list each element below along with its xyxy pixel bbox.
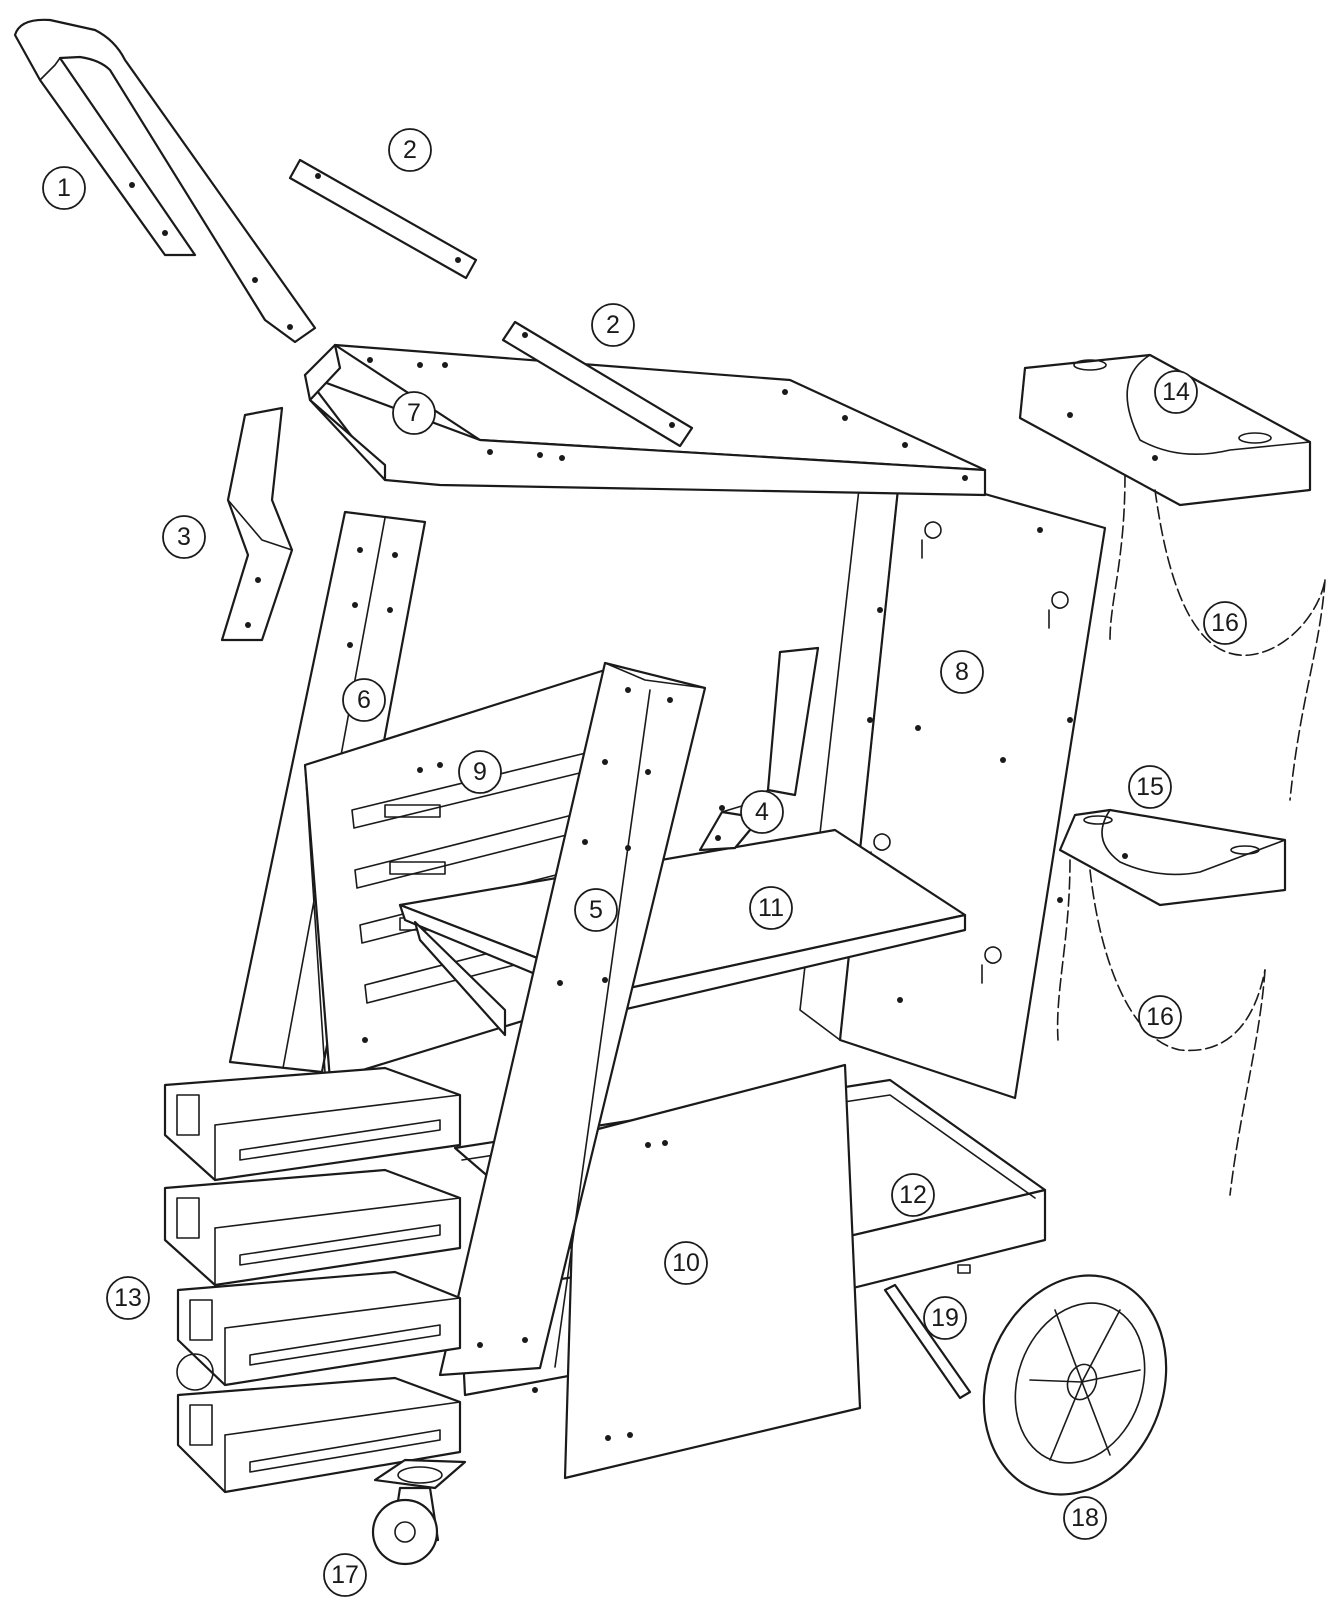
callout-8-label: 8: [955, 658, 969, 686]
callout-7: 7: [392, 391, 436, 435]
callout-2-upper: 2: [388, 128, 432, 172]
callout-12-label: 12: [899, 1181, 927, 1209]
part-4-hook-bracket: [698, 646, 820, 852]
callout-13-label: 13: [114, 1284, 142, 1312]
part-13-drawer-4: [176, 1376, 462, 1494]
callout-19: 19: [923, 1296, 967, 1340]
callout-1-label: 1: [57, 174, 71, 202]
callout-6: 6: [342, 678, 386, 722]
part-13-drawer-1: [163, 1066, 462, 1182]
part-16-chain-upper: [1109, 474, 1326, 801]
callout-3-label: 3: [177, 523, 191, 551]
callout-7-label: 7: [407, 399, 421, 427]
callout-16-upper-label: 16: [1211, 609, 1239, 637]
part-16-chain-lower: [1056, 859, 1266, 1196]
part-7-top-tray: [303, 343, 987, 497]
callout-5-label: 5: [589, 896, 603, 924]
part-10-front-panel: [563, 1063, 862, 1480]
part-18-wheel: [982, 1274, 1168, 1496]
part-15-lower-cylinder-holder: [1058, 808, 1287, 907]
callout-2-lower-label: 2: [606, 311, 620, 339]
callout-12: 12: [891, 1173, 935, 1217]
callout-11-label: 11: [758, 894, 784, 922]
callout-14: 14: [1154, 370, 1198, 414]
callout-15-label: 15: [1136, 773, 1164, 801]
callout-10: 10: [664, 1241, 708, 1285]
callout-5: 5: [574, 888, 618, 932]
callout-labels: 1 2 2 3 4 5 6 7: [42, 128, 1247, 1597]
part-3-bracket: [220, 406, 294, 642]
callout-9-label: 9: [473, 758, 487, 786]
callout-13: 13: [106, 1276, 150, 1320]
callout-16-upper: 16: [1203, 601, 1247, 645]
callout-4-label: 4: [755, 798, 769, 826]
callout-16-lower-label: 16: [1146, 1003, 1174, 1031]
callout-2-upper-label: 2: [403, 136, 417, 164]
callout-11: 11: [749, 886, 793, 930]
callout-10-label: 10: [672, 1249, 700, 1277]
callout-17-label: 17: [331, 1561, 359, 1589]
callout-9: 9: [458, 750, 502, 794]
callout-17: 17: [323, 1553, 367, 1597]
callout-8: 8: [940, 650, 984, 694]
callout-4: 4: [740, 790, 784, 834]
callout-18-label: 18: [1071, 1504, 1099, 1532]
callout-3: 3: [162, 515, 206, 559]
part-13-drawer-3: [176, 1270, 462, 1391]
part-14-upper-cylinder-holder: [1018, 353, 1312, 507]
part-13-drawer-2: [163, 1168, 462, 1287]
callout-1: 1: [42, 166, 86, 210]
callout-15: 15: [1128, 765, 1172, 809]
part-1-handle: [13, 18, 317, 344]
callout-19-label: 19: [931, 1304, 959, 1332]
callout-6-label: 6: [357, 686, 371, 714]
callout-14-label: 14: [1162, 378, 1190, 406]
part-2-crossbar-upper: [288, 158, 478, 280]
part-5-front-upright: [438, 661, 707, 1377]
part-19-axle: [883, 1264, 972, 1400]
callout-18: 18: [1063, 1496, 1107, 1540]
callout-2-lower: 2: [591, 303, 635, 347]
part-17-caster: [371, 1458, 467, 1566]
callout-16-lower: 16: [1138, 995, 1182, 1039]
part-2-crossbar-lower: [501, 320, 694, 448]
